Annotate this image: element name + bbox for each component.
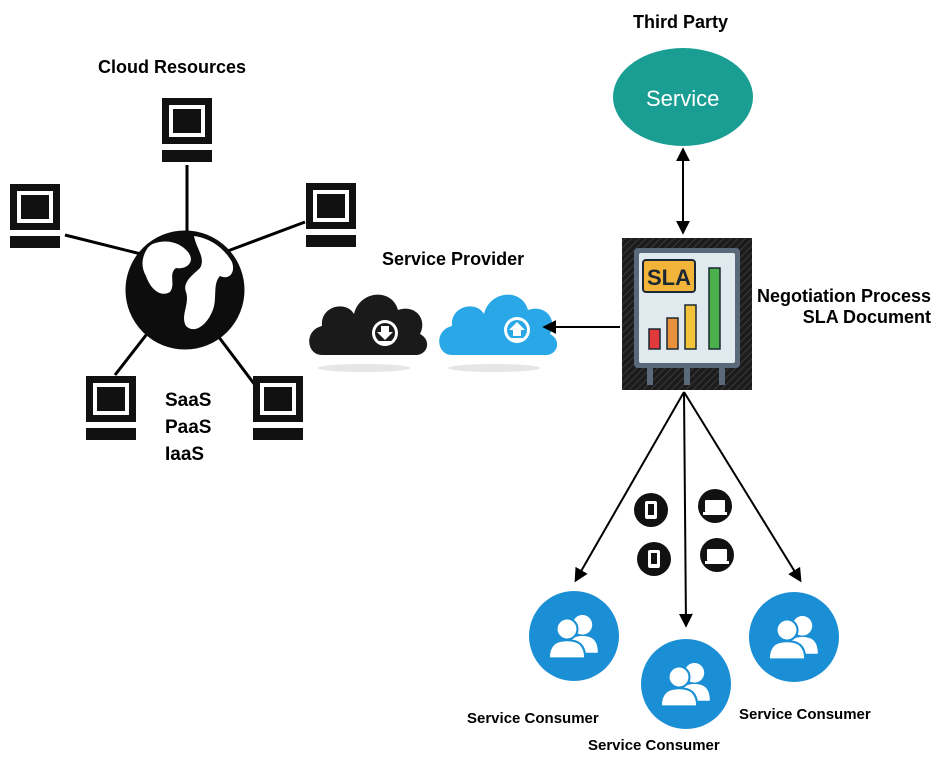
- service-consumer-label-right: Service Consumer: [739, 706, 871, 723]
- cloud-resources-label: Cloud Resources: [98, 57, 247, 77]
- computer-icon: [10, 184, 60, 248]
- consumer-links: [574, 391, 802, 628]
- service-ellipse: [613, 48, 753, 146]
- negotiation-label: Negotiation Process SLA Document: [757, 286, 931, 327]
- third-party-label: Third Party: [633, 12, 729, 32]
- service-consumer-label-center: Service Consumer: [588, 737, 720, 754]
- device-icon: [634, 493, 668, 527]
- negotiation-line-1: Negotiation Process: [757, 286, 932, 306]
- sla-board-icon: [622, 238, 752, 390]
- device-icon: [637, 542, 671, 576]
- cloud-upload-icon: [439, 294, 558, 372]
- resource-links: [64, 165, 306, 386]
- service-model-iaas: IaaS: [165, 443, 205, 465]
- user-group-icon: [529, 591, 619, 681]
- device-icon: [700, 538, 734, 572]
- cloud-download-icon: [309, 294, 428, 372]
- service-label: Service: [646, 86, 720, 111]
- service-models-list: SaaS PaaS IaaS: [165, 388, 211, 469]
- computer-icon: [253, 376, 303, 440]
- computer-icon: [162, 98, 212, 162]
- negotiation-line-2: SLA Document: [802, 306, 932, 327]
- computer-icon: [86, 376, 136, 440]
- globe-icon: [125, 230, 245, 350]
- service-consumer-label-left: Service Consumer: [467, 710, 599, 727]
- sla-badge-label: SLA: [647, 265, 691, 290]
- service-model-paas: PaaS: [165, 416, 212, 438]
- computer-icon: [306, 183, 356, 247]
- service-provider-label: Service Provider: [382, 249, 525, 269]
- user-group-icon: [641, 639, 731, 729]
- service-model-saas: SaaS: [165, 390, 212, 411]
- user-group-icon: [749, 592, 839, 682]
- device-icon: [698, 489, 732, 523]
